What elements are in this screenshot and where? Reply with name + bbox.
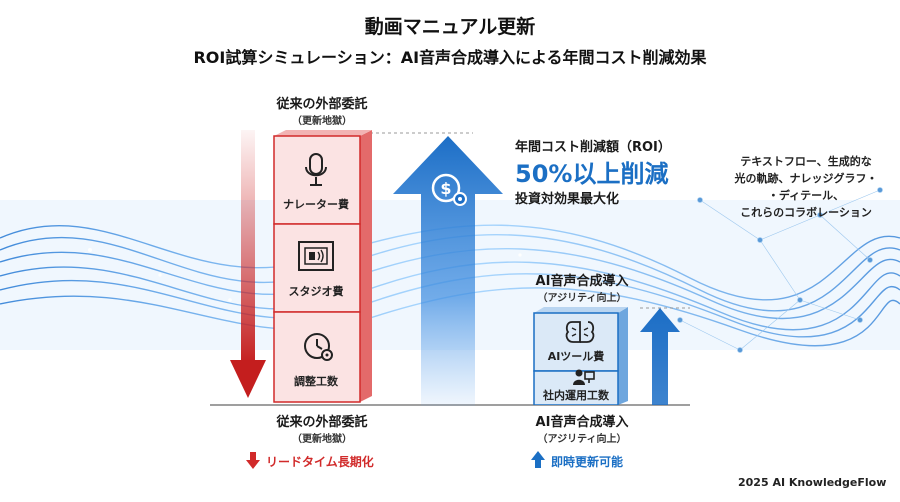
side-note-line: これらのコラボレーション <box>740 206 872 219</box>
right-top-sublabel: （アジリティ向上） <box>537 293 627 304</box>
blue-up-arrow-large <box>393 136 503 406</box>
left-top-label: 従来の外部委託 <box>276 97 368 112</box>
blue-up-legend-icon <box>531 451 545 468</box>
red-down-legend-icon <box>246 452 260 469</box>
ai-brain-icon <box>565 321 595 343</box>
roi-subtext: 投資対効果最大化 <box>515 192 620 207</box>
copyright-text: 2025 AI KnowledgeFlow <box>738 476 887 489</box>
right-top-label: AI音声合成導入 <box>535 274 629 289</box>
left-bottom-label: 従来の外部委託 <box>276 415 368 430</box>
side-note-line: ・ディテール、 <box>767 189 845 202</box>
svg-text:$: $ <box>440 179 451 198</box>
studio-icon <box>298 241 334 271</box>
right-bottom-sublabel: （アジリティ向上） <box>537 434 627 445</box>
side-note-line: テキストフロー、生成的な <box>740 155 872 168</box>
right-card-label-ai-tool: AIツール費 <box>547 350 605 363</box>
page-subtitle: ROI試算シミュレーション：AI音声合成導入による年間コスト削減効果 <box>193 48 707 67</box>
left-bottom-sublabel: （更新地獄） <box>292 434 352 445</box>
left-card-label-narrator: ナレーター費 <box>283 198 349 211</box>
left-card-label-studio: スタジオ費 <box>288 285 344 298</box>
page-title: 動画マニュアル更新 <box>364 16 536 38</box>
blue-up-arrow-small <box>640 308 680 405</box>
roi-big-value: 50%以上削減 <box>515 160 669 188</box>
person-computer-icon <box>573 369 595 385</box>
red-down-arrow <box>230 130 266 398</box>
money-gear-icon: $ <box>431 173 467 206</box>
clock-gear-icon <box>304 333 333 361</box>
left-card-label-adjust: 調整工数 <box>294 375 338 388</box>
left-cost-stack <box>273 130 372 403</box>
right-bottom-label: AI音声合成導入 <box>535 415 629 430</box>
roi-heading: 年間コスト削減額（ROI） <box>515 140 671 155</box>
side-note-line: 光の軌跡、ナレッジグラフ・ <box>734 172 878 185</box>
right-legend: 即時更新可能 <box>551 455 624 469</box>
right-card-label-internal-ops: 社内運用工数 <box>543 389 609 402</box>
left-top-sublabel: （更新地獄） <box>292 116 352 127</box>
side-note: テキストフロー、生成的な 光の軌跡、ナレッジグラフ・ ・ディテール、 これらのコ… <box>706 153 900 221</box>
microphone-icon <box>305 153 327 186</box>
left-legend: リードタイム長期化 <box>266 455 374 469</box>
